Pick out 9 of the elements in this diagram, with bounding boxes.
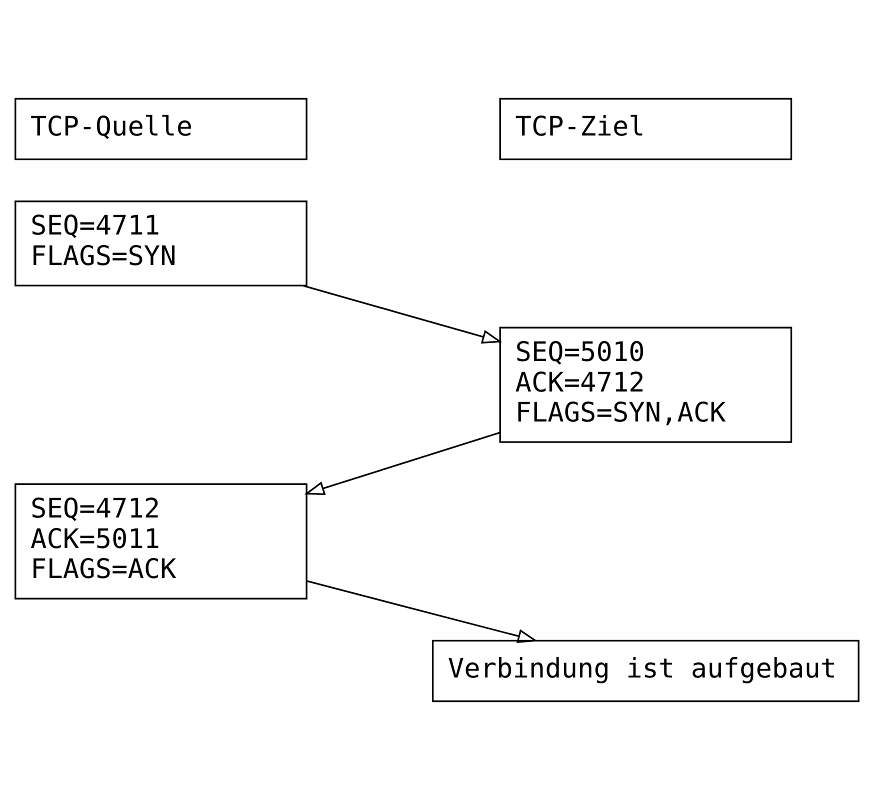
node-box: TCP-Quelle <box>14 98 308 160</box>
node-box: TCP-Ziel <box>499 98 792 160</box>
arrow <box>302 284 502 344</box>
node-box: SEQ=4711 FLAGS=SYN <box>14 200 308 286</box>
node-box: SEQ=5010 ACK=4712 FLAGS=SYN,ACK <box>499 326 792 443</box>
arrow <box>306 580 538 643</box>
node-box: SEQ=4712 ACK=5011 FLAGS=ACK <box>14 483 308 600</box>
node-box: Verbindung ist aufgebaut <box>432 640 860 702</box>
arrow <box>304 432 500 496</box>
